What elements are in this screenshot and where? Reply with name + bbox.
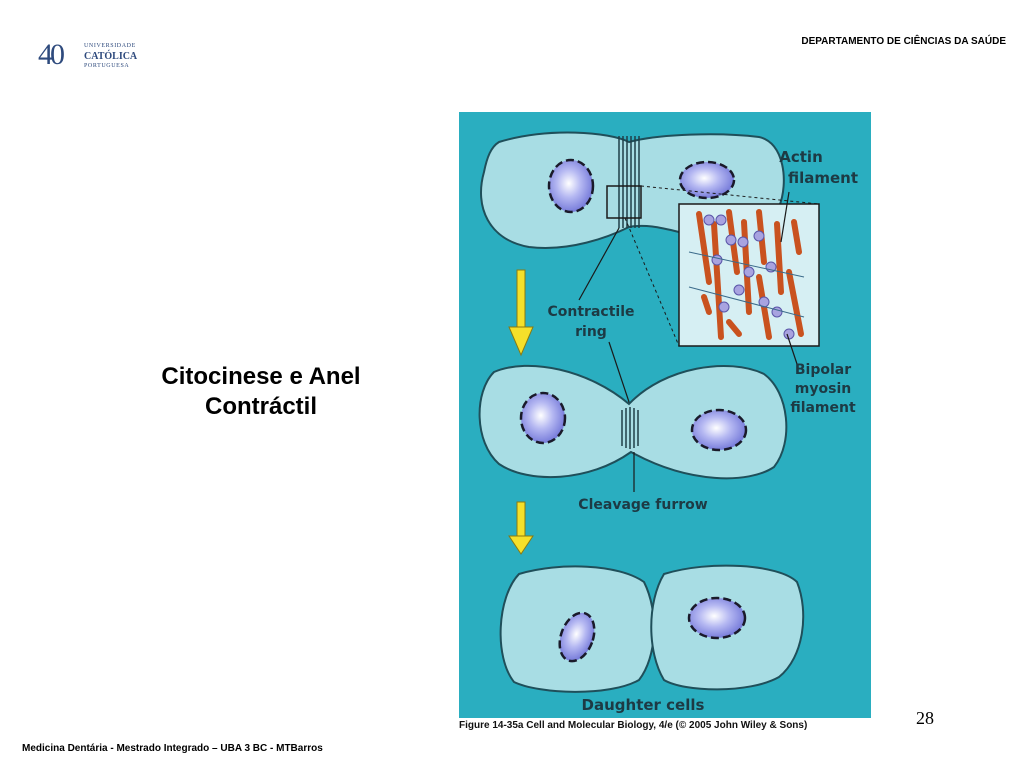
slide-title-line-2: Contráctil [204,393,317,420]
cleavage-furrow-label: Cleavage furrow [578,497,707,513]
contractile-ring-label-line-1: Contractile [548,304,635,320]
nucleus-daughter-right [687,596,747,640]
logo-line-3: PORTUGUESA [84,63,130,69]
cytokinesis-figure: Actin filament Contractile ring Bipolar … [459,112,871,718]
contractile-ring-stage2 [621,407,639,449]
slide-title: Citocinese e Anel Contráctil [130,362,392,422]
dividing-cell-stage2 [478,364,788,480]
nucleus-stage1-left [547,158,595,214]
actin-pointer [780,191,790,243]
contractile-ring-label-line-2: ring [575,324,607,340]
down-arrow-2 [508,501,534,555]
myosin-filaments [703,214,795,340]
actin-label-line-2: filament [788,169,858,187]
myosin-label-line-1: Bipolar [795,362,851,378]
myosin-pointer [786,333,798,365]
down-arrow-1 [508,269,534,357]
university-logo: 40 UNIVERSIDADE CATÓLICA PORTUGUESA [38,38,138,72]
logo-line-2: CATÓLICA [84,51,138,62]
logo-line-1: UNIVERSIDADE [84,43,136,49]
ring-pointer-bottom [608,341,632,409]
zoom-line-bottom [624,217,680,347]
page-number: 28 [916,708,934,728]
footer-text: Medicina Dentária - Mestrado Integrado –… [22,743,323,754]
nucleus-stage2-left [519,391,567,445]
actin-label-line-1: Actin [779,148,823,166]
myosin-label-line-2: myosin [795,381,851,397]
nucleus-daughter-left [558,611,596,663]
cytokinesis-diagram: Actin filament Contractile ring Bipolar … [478,131,858,714]
department-header: DEPARTAMENTO DE CIÊNCIAS DA SAÚDE [801,36,1006,47]
daughter-cells-label: Daughter cells [582,696,705,714]
myosin-label-line-3: filament [790,400,856,416]
contractile-ring-stage1 [618,136,640,228]
zoom-box [606,185,642,219]
figure-caption: Figure 14-35a Cell and Molecular Biology… [459,720,808,731]
nucleus-stage1-right [678,160,736,200]
nucleus-stage2-right [690,408,748,452]
logo-number: 40 [38,38,65,71]
logo-wordmark: UNIVERSIDADE CATÓLICA PORTUGUESA [84,42,137,71]
slide-title-line-1: Citocinese e Anel [161,363,361,390]
ring-pointer-top [578,227,620,301]
